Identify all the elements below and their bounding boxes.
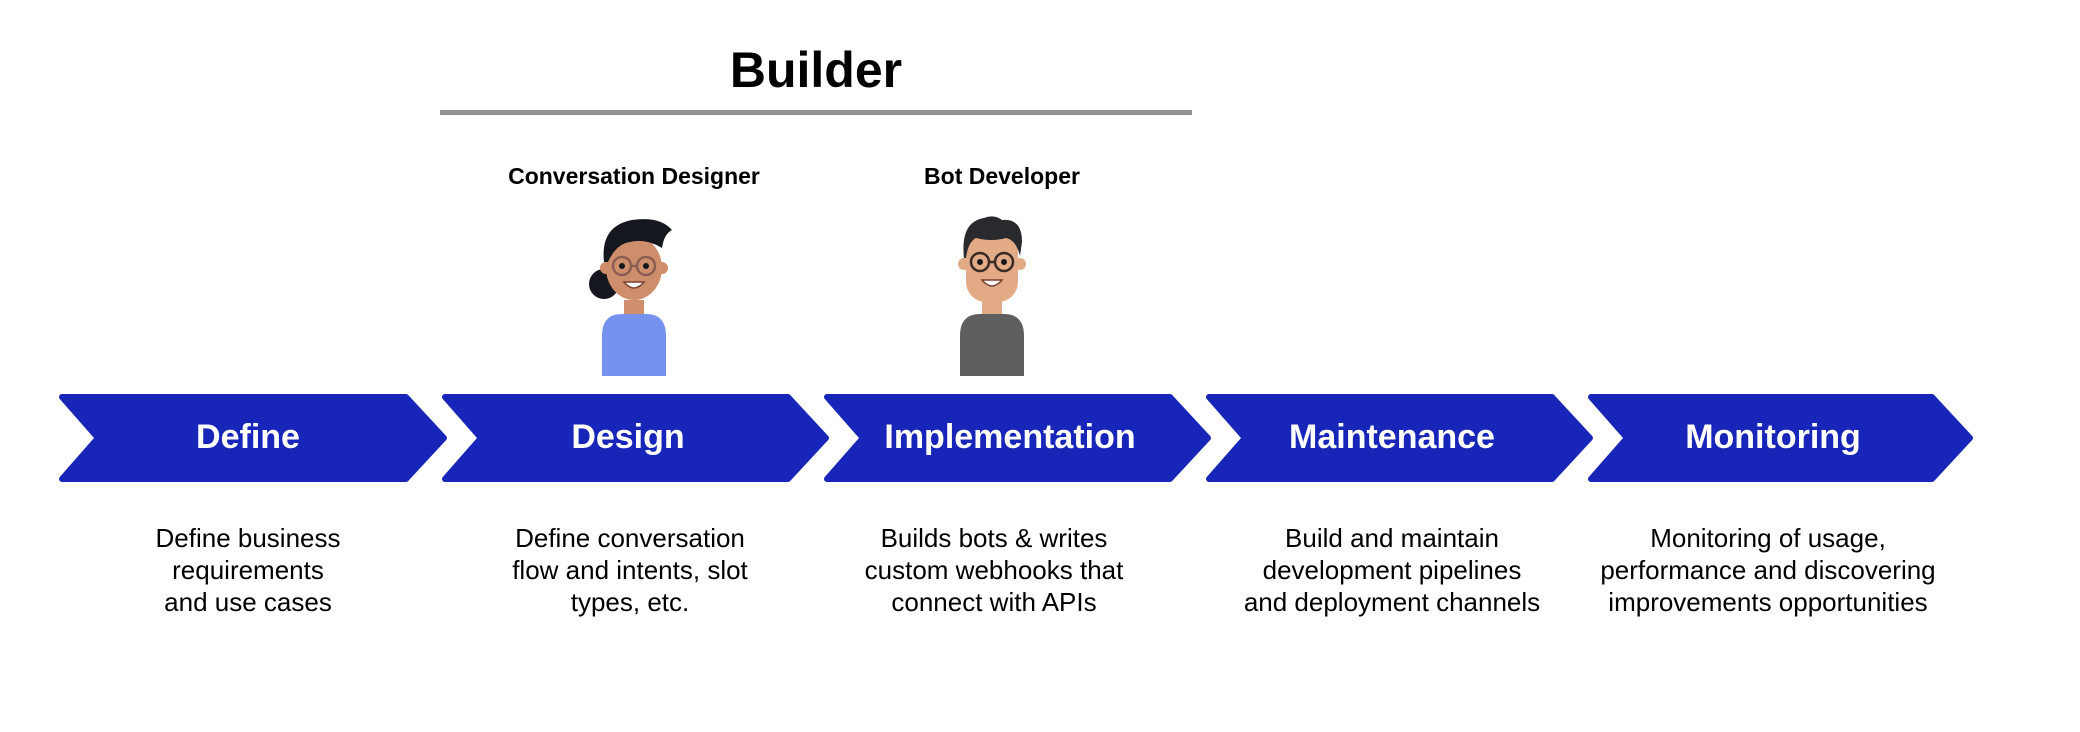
stage-chevron-maintenance	[1206, 394, 1593, 482]
stage-label-define: Define	[196, 418, 300, 456]
builder-underline	[440, 110, 1192, 115]
stage-chevron-design	[442, 394, 829, 482]
description-line: flow and intents, slot	[512, 555, 748, 585]
description-line: requirements	[172, 555, 324, 585]
stage-description-maintenance: Build and maintain development pipelines…	[1192, 522, 1592, 618]
role-label-bot-developer: Bot Developer	[924, 163, 1080, 189]
description-line: and deployment channels	[1243, 587, 1541, 617]
stage-chevron-monitoring	[1588, 394, 1973, 482]
description-line: improvements opportunities	[1608, 587, 1928, 617]
description-line: Define business	[155, 523, 341, 553]
description-line: and use cases	[164, 587, 332, 617]
description-line: types, etc.	[570, 587, 690, 617]
conversation-designer-avatar-icon	[589, 219, 672, 376]
stage-label-design: Design	[571, 418, 685, 456]
stage-description-design: Define conversation flow and intents, sl…	[430, 522, 830, 618]
description-line: connect with APIs	[891, 587, 1097, 617]
stage-chevron-define	[59, 394, 447, 482]
description-line: Define conversation	[515, 523, 745, 553]
description-line: Builds bots & writes	[880, 523, 1108, 553]
stage-description-define: Define business requirements and use cas…	[48, 522, 448, 618]
stage-label-maintenance: Maintenance	[1289, 418, 1495, 456]
stage-chevron-implementation	[824, 394, 1211, 482]
stage-description-monitoring: Monitoring of usage, performance and dis…	[1568, 522, 1968, 618]
description-line: performance and discovering	[1600, 555, 1936, 585]
description-line: development pipelines	[1262, 555, 1522, 585]
bot-developer-avatar-icon	[958, 216, 1026, 376]
builder-title: Builder	[729, 42, 903, 98]
description-line: Build and maintain	[1285, 523, 1499, 553]
stage-label-monitoring: Monitoring	[1685, 418, 1861, 456]
stage-label-implementation: Implementation	[884, 418, 1136, 456]
description-line: custom webhooks that	[864, 555, 1124, 585]
description-line: Monitoring of usage,	[1650, 523, 1886, 553]
role-label-conversation-designer: Conversation Designer	[508, 163, 760, 189]
stage-description-implementation: Builds bots & writes custom webhooks tha…	[794, 522, 1194, 618]
